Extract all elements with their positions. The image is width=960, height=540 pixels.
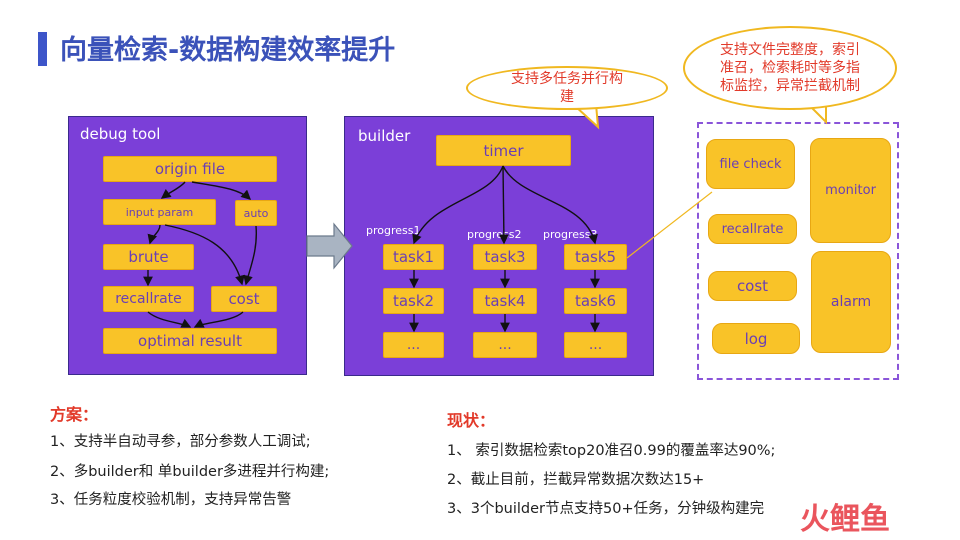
debug-tool-label: debug tool bbox=[80, 125, 161, 143]
plan-title: 方案： bbox=[50, 405, 99, 424]
builder-label: builder bbox=[358, 127, 411, 145]
page-title: 向量检索-数据构建效率提升 bbox=[60, 35, 396, 66]
origin-file-box: origin file bbox=[103, 156, 277, 182]
recallrate-box: recallrate bbox=[103, 286, 194, 312]
multitask-bubble-text: 支持多任务并行构建 bbox=[511, 71, 623, 105]
cost-box: cost bbox=[211, 286, 277, 312]
input-param-box: input param bbox=[103, 199, 216, 225]
ellipsis-box-2: ... bbox=[473, 332, 537, 358]
monitor-recallrate-box: recallrate bbox=[708, 214, 797, 244]
check-bubble: 支持文件完整度，索引准召，检索耗时等多指标监控，异常拦截机制 bbox=[683, 26, 897, 110]
status-title: 现状： bbox=[447, 411, 496, 430]
watermark-logo: 火鲤鱼 bbox=[800, 502, 890, 537]
edge-auto-cost bbox=[243, 225, 258, 286]
check-bubble-text: 支持文件完整度，索引准召，检索耗时等多指标监控，异常拦截机制 bbox=[720, 42, 860, 94]
task5-link-line bbox=[626, 191, 713, 259]
edge-input-brute bbox=[147, 224, 161, 245]
optimal-result-box: optimal result bbox=[103, 328, 277, 354]
brute-box: brute bbox=[103, 244, 194, 270]
monitor-cost-box: cost bbox=[708, 271, 797, 301]
edge-timer-task3 bbox=[498, 165, 509, 245]
monitor-box: monitor bbox=[810, 138, 891, 243]
file-check-box: file check bbox=[706, 139, 795, 189]
edge-cost-optimal bbox=[193, 311, 244, 328]
task1-box: task1 bbox=[383, 244, 444, 270]
task6-box: task6 bbox=[564, 288, 627, 314]
ellipsis-box-1: ... bbox=[383, 332, 444, 358]
log-box: log bbox=[712, 323, 800, 354]
task3-box: task3 bbox=[473, 244, 537, 270]
ellipsis-box-3: ... bbox=[564, 332, 627, 358]
task4-box: task4 bbox=[473, 288, 537, 314]
task5-box: task5 bbox=[564, 244, 627, 270]
status-item-2: 2、截止目前，拦截异常数据次数达15+ bbox=[447, 472, 705, 488]
flow-arrow bbox=[306, 222, 353, 270]
edge-timer-task1 bbox=[412, 165, 504, 245]
status-item-1: 1、 索引数据检索top20准召0.99的覆盖率达90%; bbox=[447, 443, 776, 459]
alarm-box: alarm bbox=[811, 251, 891, 353]
title-accent-bar bbox=[38, 32, 47, 66]
task2-box: task2 bbox=[383, 288, 444, 314]
progress-label-3: progress3 bbox=[543, 228, 598, 241]
auto-box: auto bbox=[235, 200, 277, 226]
timer-box: timer bbox=[436, 135, 571, 166]
monitor-panel bbox=[697, 122, 899, 380]
edge-origin-auto bbox=[191, 181, 252, 200]
progress-label-1: progress1 bbox=[366, 224, 421, 237]
edge-recall-optimal bbox=[147, 311, 192, 328]
plan-item-2: 2、多builder和 单builder多进程并行构建; bbox=[50, 464, 330, 480]
edge-input-cost bbox=[164, 224, 245, 286]
edge-timer-task5 bbox=[502, 165, 598, 245]
edge-origin-input bbox=[160, 181, 186, 199]
status-item-3: 3、3个builder节点支持50+任务，分钟级构建完 bbox=[447, 501, 765, 517]
plan-item-1: 1、支持半自动寻参，部分参数人工调试; bbox=[50, 434, 311, 450]
plan-item-3: 3、任务粒度校验机制，支持异常告警 bbox=[50, 492, 292, 508]
multitask-bubble: 支持多任务并行构建 bbox=[466, 66, 668, 110]
